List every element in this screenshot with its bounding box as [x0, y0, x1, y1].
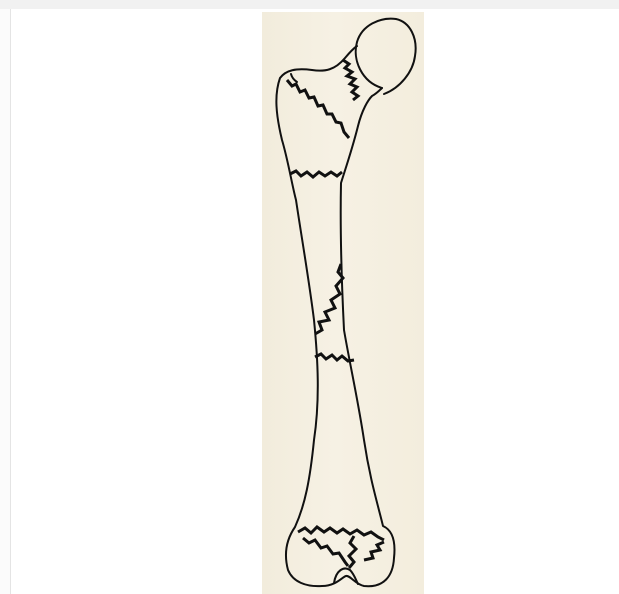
distal-fracture-line-upper	[298, 527, 384, 540]
femoral-head	[356, 19, 416, 94]
intertrochanteric-fracture-line	[287, 80, 349, 138]
femur-outline	[276, 46, 394, 586]
distal-fracture-line-lower	[303, 538, 348, 566]
neck-fracture-line	[343, 60, 358, 100]
subtrochanteric-fracture-line	[290, 171, 342, 177]
distal-fracture-line-right	[364, 542, 384, 560]
trochanter-notch	[291, 74, 297, 82]
distal-fracture-line-vertical	[349, 536, 356, 568]
midshaft-oblique-fracture-line	[315, 264, 343, 334]
